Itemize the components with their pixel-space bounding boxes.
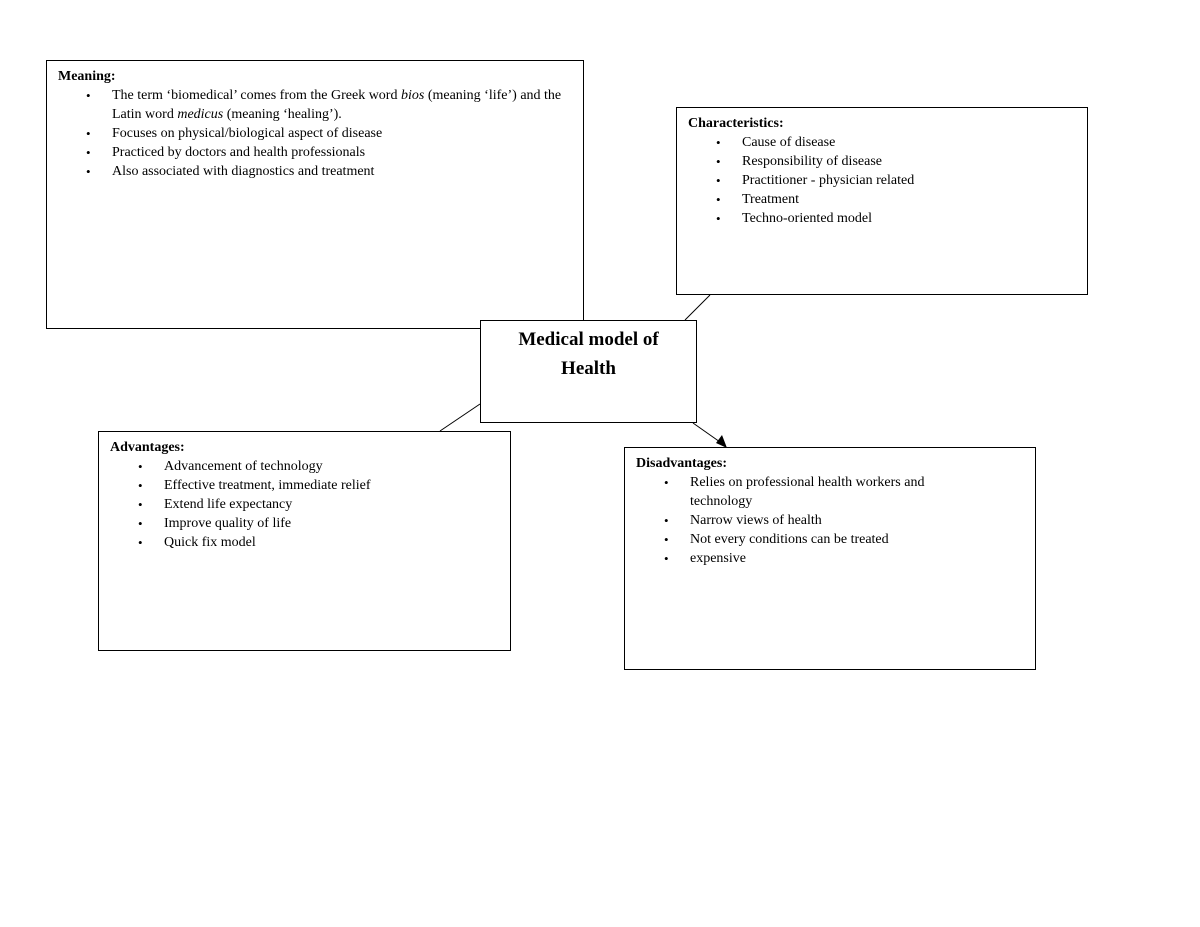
bullet-icon: • (716, 192, 721, 207)
bullet-icon: • (138, 497, 143, 512)
list-item-text: expensive (690, 551, 746, 566)
disadvantages-box: Disadvantages: • Relies on professional h… (624, 447, 1036, 670)
text-run: (meaning ‘life’) and the Latin word (112, 88, 562, 122)
bullet-icon: • (664, 532, 669, 547)
text-run: (meaning ‘healing’). (223, 107, 342, 122)
list-item: • Quick fix model (110, 533, 499, 552)
bullet-icon: • (86, 126, 91, 141)
meaning-title: Meaning: (58, 69, 116, 84)
text-run: Practiced by doctors and health professi… (112, 145, 366, 160)
meaning-box: Meaning: • The term ‘biomedical’ comes fr… (46, 60, 584, 329)
list-item-text: Advancement of technology (164, 459, 323, 474)
text-run: Also associated with diagnostics and tre… (112, 164, 375, 179)
list-item-text: Techno-oriented model (742, 211, 873, 226)
list-item-text: Practiced by doctors and health professi… (112, 145, 365, 160)
center-title: Medical model of Health (518, 329, 659, 379)
connector-characteristics (684, 294, 711, 321)
list-item: • Effective treatment, immediate relief (110, 476, 499, 495)
list-item-text: Effective treatment, immediate relief (164, 478, 371, 493)
list-item: • Relies on professional health workers a… (636, 473, 1024, 511)
list-item: • Responsibility of disease (688, 152, 1076, 171)
list-item: • Not every conditions can be treated (636, 530, 1024, 549)
list-item-text: Treatment (742, 192, 800, 207)
list-item-text: Narrow views of health (690, 513, 822, 528)
bullet-icon: • (86, 88, 91, 103)
list-item: • expensive (636, 549, 1024, 568)
characteristics-box: Characteristics: • Cause of disease • Resp… (676, 107, 1088, 295)
bullet-icon: • (664, 513, 669, 528)
bullet-icon: • (138, 478, 143, 493)
bullet-icon: • (138, 459, 143, 474)
list-item: • Focuses on physical/biological aspect o… (58, 124, 572, 143)
advantages-list: • Advancement of technology • Effective tr… (110, 457, 499, 552)
list-item: • Cause of disease (688, 133, 1076, 152)
bullet-icon: • (664, 551, 669, 566)
bullet-icon: • (138, 516, 143, 531)
advantages-title: Advantages: (110, 440, 185, 455)
list-item-text: Cause of disease (742, 135, 836, 150)
disadvantages-list: • Relies on professional health workers a… (636, 473, 1024, 568)
bullet-icon: • (716, 211, 721, 226)
list-item-text: The term ‘biomedical’ comes from the Gre… (112, 88, 561, 122)
bullet-icon: • (138, 535, 143, 550)
connector-advantages (439, 403, 481, 432)
list-item: • Also associated with diagnostics and tr… (58, 162, 572, 181)
italic-term: medicus (177, 107, 224, 122)
center-node: Medical model of Health (480, 320, 697, 423)
disadvantages-title: Disadvantages: (636, 456, 728, 471)
bullet-icon: • (86, 164, 91, 179)
list-item: • Narrow views of health (636, 511, 1024, 530)
list-item: • The term ‘biomedical’ comes from the Gr… (58, 86, 572, 124)
meaning-list: • The term ‘biomedical’ comes from the Gr… (58, 86, 572, 181)
text-run: Focuses on physical/biological aspect of… (112, 126, 383, 141)
list-item-text: Responsibility of disease (742, 154, 882, 169)
characteristics-title: Characteristics: (688, 116, 784, 131)
list-item: • Advancement of technology (110, 457, 499, 476)
bullet-icon: • (716, 135, 721, 150)
list-item: • Treatment (688, 190, 1076, 209)
list-item-text: Practitioner - physician related (742, 173, 915, 188)
list-item: • Practiced by doctors and health profess… (58, 143, 572, 162)
list-item-text: Relies on professional health workers an… (690, 475, 925, 509)
bullet-icon: • (716, 173, 721, 188)
list-item-text: Also associated with diagnostics and tre… (112, 164, 374, 179)
text-run: The term ‘biomedical’ comes from the Gre… (112, 88, 401, 103)
bullet-icon: • (86, 145, 91, 160)
italic-term: bios (400, 88, 425, 103)
list-item-text: Improve quality of life (164, 516, 292, 531)
list-item-text: Quick fix model (164, 535, 256, 550)
connector-disadvantages (692, 422, 721, 443)
advantages-box: Advantages: • Advancement of technology •… (98, 431, 511, 651)
list-item: • Techno-oriented model (688, 209, 1076, 228)
list-item: • Extend life expectancy (110, 495, 499, 514)
list-item: • Improve quality of life (110, 514, 499, 533)
bullet-icon: • (664, 475, 669, 490)
bullet-icon: • (716, 154, 721, 169)
characteristics-list: • Cause of disease • Responsibility of dis… (688, 133, 1076, 228)
list-item-text: Extend life expectancy (164, 497, 293, 512)
list-item-text: Not every conditions can be treated (690, 532, 889, 547)
list-item: • Practitioner - physician related (688, 171, 1076, 190)
list-item-text: Focuses on physical/biological aspect of… (112, 126, 382, 141)
